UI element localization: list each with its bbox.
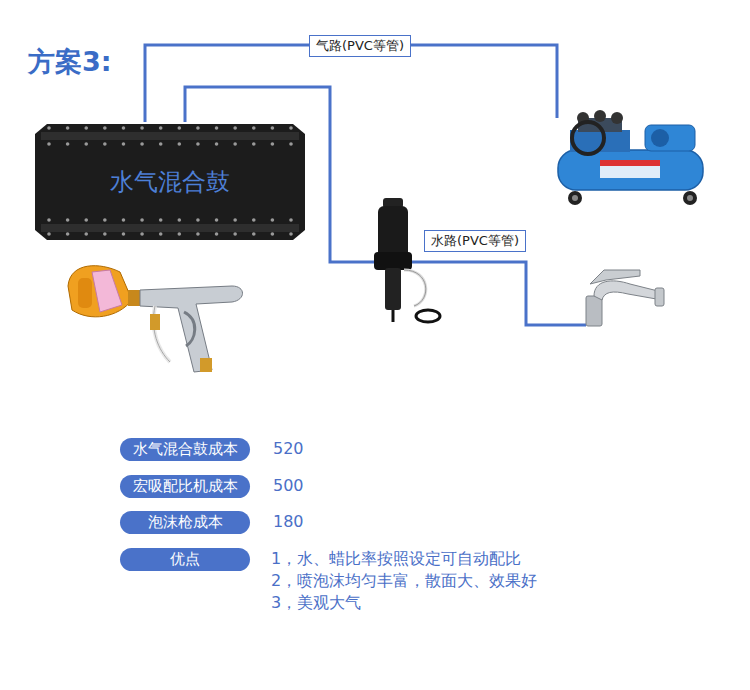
pill-label: 优点: [170, 550, 200, 569]
mixing-drum: 水气混合鼓: [35, 122, 305, 242]
pill-label: 水气混合鼓成本: [133, 440, 238, 459]
foam-gun: [68, 266, 243, 372]
cost-value: 520: [273, 439, 304, 459]
cost-value: 500: [273, 476, 304, 496]
pipe-label-box: 气路(PVC等管): [309, 35, 411, 57]
pill-label: 宏吸配比机成本: [133, 477, 238, 496]
pipe-label: 气路(PVC等管): [316, 37, 404, 55]
air-compressor: [558, 110, 703, 205]
water-pipe: [405, 262, 586, 325]
pipe-label: 水路(PVC等管): [431, 232, 519, 250]
title: 方案3:: [28, 44, 112, 80]
pipe-label-box: 水路(PVC等管): [424, 230, 526, 252]
faucet: [586, 270, 664, 326]
cost-value: 180: [273, 512, 304, 532]
cost-pill: 泡沫枪成本: [120, 511, 250, 534]
advantage-item: 2，喷泡沫均匀丰富，散面大、效果好: [271, 571, 537, 591]
cost-pill: 宏吸配比机成本: [120, 475, 250, 498]
drum-label: 水气混合鼓: [110, 166, 230, 198]
cost-pill: 水气混合鼓成本: [120, 438, 250, 461]
advantage-pill: 优点: [120, 548, 250, 571]
advantage-item: 1，水、蜡比率按照设定可自动配比: [271, 549, 521, 569]
pill-label: 泡沫枪成本: [148, 513, 223, 532]
advantage-item: 3，美观大气: [271, 593, 361, 613]
ratio-dispenser: [374, 198, 440, 322]
